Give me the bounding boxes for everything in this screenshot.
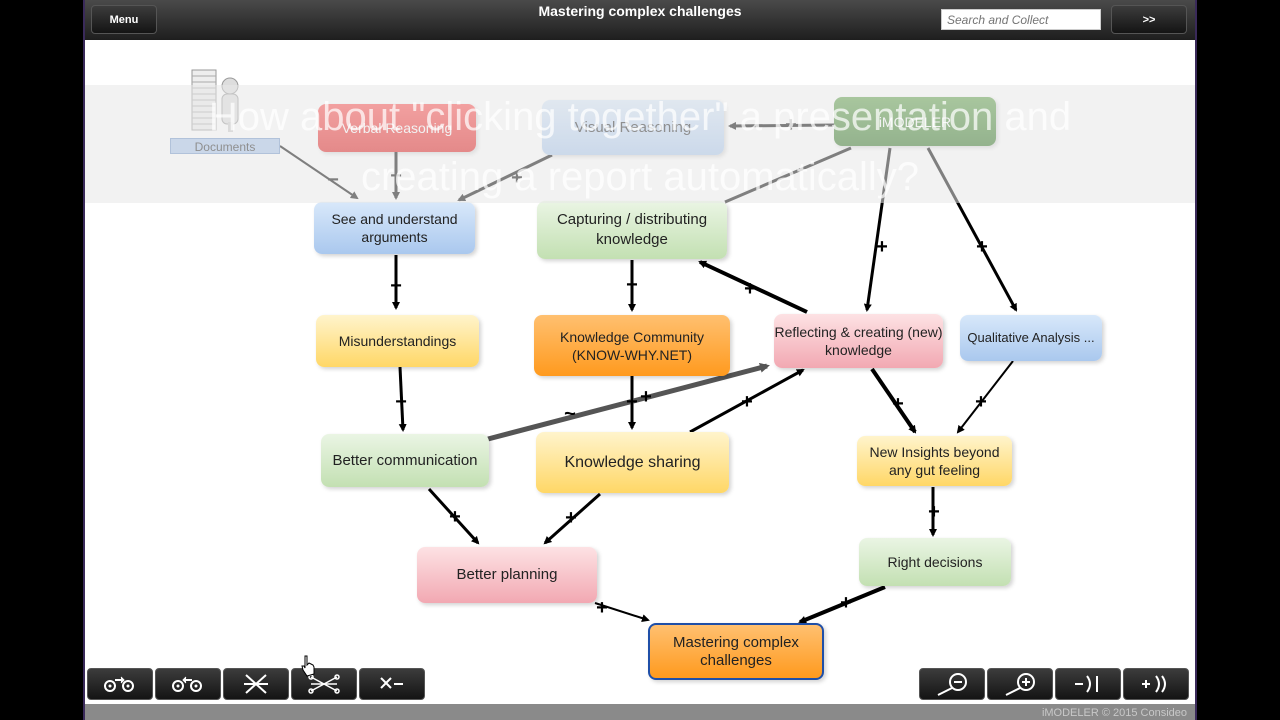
next-button[interactable]: >> [1111,5,1187,34]
sign-minus: − [390,275,402,297]
network-icon [308,674,340,694]
node-visual-reasoning[interactable]: Visual Reasoning [542,100,724,155]
edge-reflecting-insights [870,367,917,434]
edge-qualitative-insights [956,360,1014,434]
node-knowledge-community[interactable]: Knowledge Community (KNOW-WHY.NET) [534,315,730,376]
node-mastering[interactable]: Mastering complex challenges [648,623,824,680]
zoom-out-icon [937,673,967,696]
edge-sharing-planning [543,492,601,545]
edge-communication-reflecting [487,362,770,442]
sign-minus: − [390,165,402,187]
node-forward-button[interactable] [87,668,153,700]
sign-plus: + [640,386,652,408]
node-qualitative-analysis[interactable]: Qualitative Analysis ... [960,315,1102,361]
node-imodeler[interactable]: iMODELER [834,97,996,146]
node-knowledge-sharing[interactable]: Knowledge sharing [536,432,729,493]
edge-imodeler-reflecting [863,147,892,312]
edge-sharing-reflecting [689,368,805,434]
sign-plus: + [626,274,638,296]
sign-plus: + [511,167,523,189]
sign-tilde: ~ [564,403,576,425]
bottom-toolbar [85,668,1195,704]
sign-plus: + [840,592,852,614]
zoom-out-button[interactable] [919,668,985,700]
menu-button[interactable]: Menu [91,5,157,34]
documents-icon [191,69,239,132]
copyright-text: iMODELER © 2015 Consideo [1041,707,1187,719]
edge-decisions-mastering [798,585,886,624]
edge-imodeler-visual [728,121,836,130]
node-forward-icon [104,676,134,692]
documents-node[interactable]: Documents [170,62,280,157]
search-input[interactable] [941,9,1101,30]
node-better-communication[interactable]: Better communication [321,434,489,487]
expand-icon [1142,675,1166,693]
sign-plus: + [741,391,753,413]
node-see-understand[interactable]: See and understand arguments [314,202,475,254]
sign-plus: + [928,501,940,523]
node-right-decisions[interactable]: Right decisions [859,538,1011,586]
zoom-in-button[interactable] [987,668,1053,700]
hand-cursor-icon [299,654,317,683]
sign-minus: − [327,169,339,191]
sign-plus: + [744,278,756,300]
sign-plus: + [785,114,797,136]
remove-factor-button[interactable] [359,668,425,700]
node-capturing[interactable]: Capturing / distributing knowledge [537,201,727,259]
sign-plus: + [596,597,608,619]
remove-factor-icon [380,677,403,689]
edge-visual-see [457,153,553,202]
edge-reflecting-capturing [698,260,808,314]
app-window: Menu Mastering complex challenges >> [83,0,1197,720]
sign-plus: + [876,236,888,258]
node-backward-button[interactable] [155,668,221,700]
footer-bar: iMODELER © 2015 Consideo [85,704,1195,720]
edge-documents-see [279,145,359,200]
edge-imodeler-capturing [724,146,852,204]
top-toolbar: Menu Mastering complex challenges >> [85,0,1195,40]
edge-communication-planning [427,487,480,545]
node-new-insights[interactable]: New Insights beyond any gut feeling [857,436,1012,486]
expand-button[interactable] [1123,668,1189,700]
sign-plus: + [565,507,577,529]
edge-planning-mastering [594,602,650,622]
node-misunderstandings[interactable]: Misunderstandings [316,315,479,367]
edge-imodeler-qualitative [926,147,1018,312]
edge-misunderstandings-communication [398,366,407,432]
collapse-button[interactable] [1055,668,1121,700]
node-reflecting[interactable]: Reflecting & creating (new) knowledge [774,314,943,368]
sign-plus: + [976,236,988,258]
documents-label: Documents [170,138,280,154]
zoom-in-icon [1005,673,1035,696]
node-better-planning[interactable]: Better planning [417,547,597,603]
fan-in-icon [244,674,268,694]
network-button[interactable] [291,668,357,700]
sign-plus: + [975,391,987,413]
sign-minus: − [395,391,407,413]
fan-in-button[interactable] [223,668,289,700]
collapse-icon [1075,675,1098,693]
sign-plus: + [626,391,638,413]
page-title: Mastering complex challenges [538,3,742,19]
sign-plus: + [892,393,904,415]
node-verbal-reasoning[interactable]: Verbal Reasoning [318,104,476,152]
node-backward-icon [172,676,202,692]
sign-plus: + [449,506,461,528]
